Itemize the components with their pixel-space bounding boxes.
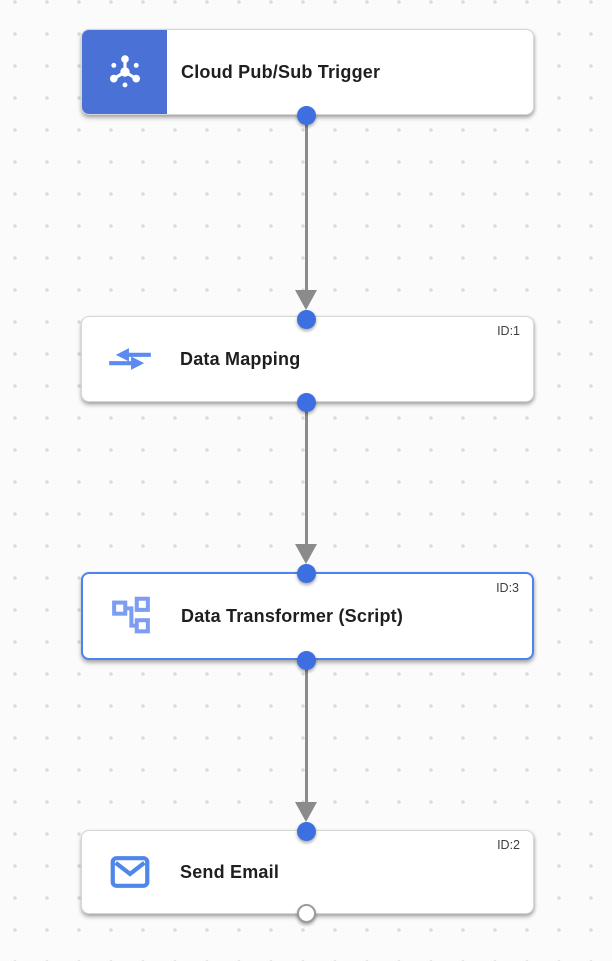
node-data-transformer[interactable]: ID:3 Data Transformer (Script)	[81, 572, 534, 660]
node-title: Data Mapping	[180, 348, 301, 369]
edge-arrowhead-2	[295, 543, 317, 564]
node-data-mapping[interactable]: ID:1 Data Mapping	[81, 316, 534, 402]
node-title: Send Email	[180, 861, 280, 882]
node-title: Data Transformer (Script)	[181, 605, 404, 626]
port-in-data-transformer[interactable]	[296, 563, 316, 583]
edge-arrowhead-3	[295, 801, 317, 822]
port-out-trigger[interactable]	[296, 105, 316, 125]
edge-line-2	[304, 411, 308, 545]
node-cloud-pubsub-trigger[interactable]: Cloud Pub/Sub Trigger	[81, 29, 534, 115]
email-icon	[104, 846, 156, 898]
node-send-email[interactable]: ID:2 Send Email	[81, 830, 534, 914]
port-in-send-email[interactable]	[296, 821, 316, 841]
data-transformer-icon	[105, 590, 157, 642]
edge-line-3	[304, 668, 308, 803]
pubsub-icon	[104, 51, 146, 93]
node-title: Cloud Pub/Sub Trigger	[181, 61, 381, 82]
node-id-badge: ID:1	[497, 324, 520, 338]
port-out-send-email-open[interactable]	[296, 903, 316, 923]
node-id-badge: ID:3	[496, 581, 519, 595]
trigger-tile	[82, 30, 167, 114]
port-in-data-mapping[interactable]	[296, 309, 316, 329]
data-mapping-icon	[104, 333, 156, 385]
port-out-data-transformer[interactable]	[296, 650, 316, 670]
edge-line-1	[304, 124, 308, 291]
port-out-data-mapping[interactable]	[296, 392, 316, 412]
edge-arrowhead-1	[295, 289, 317, 310]
node-id-badge: ID:2	[497, 838, 520, 852]
